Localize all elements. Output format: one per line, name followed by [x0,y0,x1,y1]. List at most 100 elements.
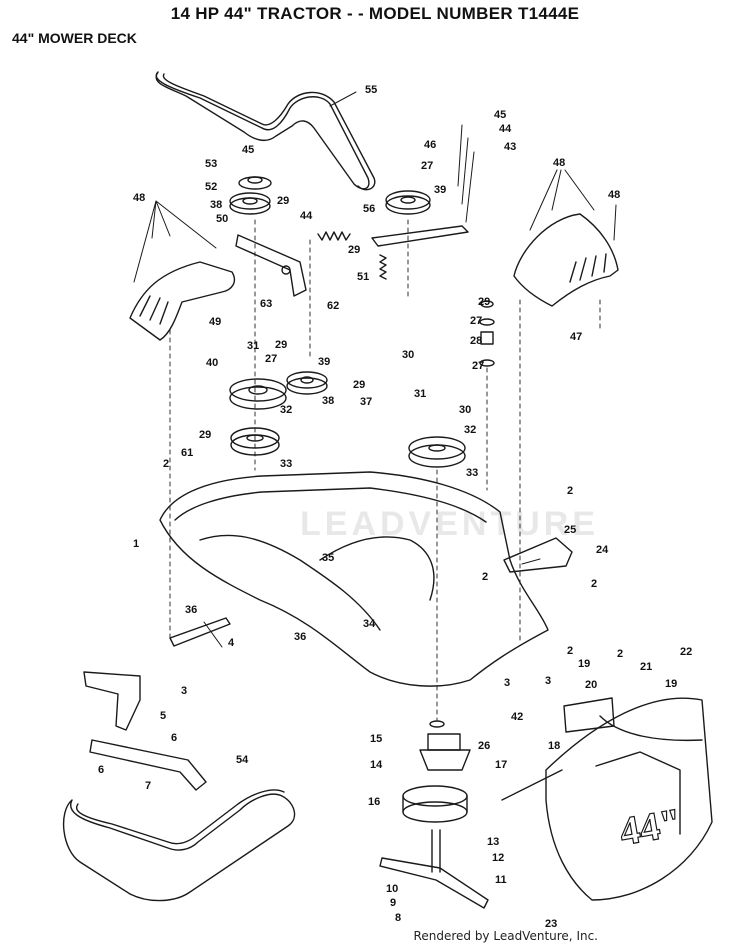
callout-31-2: 31 [414,388,426,400]
discharge-shield [545,697,713,901]
callout-51: 51 [357,271,369,283]
callout-27: 27 [421,160,433,172]
callout-19: 19 [578,658,590,670]
callout-32-2: 32 [464,424,476,436]
callout-38: 38 [210,199,222,211]
callout-10: 10 [386,883,398,895]
callout-48-2: 48 [553,157,565,169]
callout-45-2: 45 [494,109,506,121]
callout-17: 17 [495,759,507,771]
callout-15: 15 [370,733,382,745]
callout-25: 25 [564,524,576,536]
callout-2: 2 [163,458,169,470]
callout-3: 3 [181,685,187,697]
callout-48-3: 48 [608,189,620,201]
callout-55: 55 [365,84,377,96]
callout-39: 39 [434,184,446,196]
callout-8: 8 [395,912,401,924]
blade-spindle [419,749,471,771]
callout-2-5: 2 [567,645,573,657]
callout-18: 18 [548,740,560,752]
callout-29-2: 29 [348,244,360,256]
callout-49: 49 [209,316,221,328]
callout-6-2: 6 [98,764,104,776]
render-credit: Rendered by LeadVenture, Inc. [413,929,598,943]
callout-27-2: 27 [470,315,482,327]
callout-12: 12 [492,852,504,864]
callout-19-2: 19 [665,678,677,690]
idler-bracket [235,234,307,297]
callout-2-6: 2 [617,648,623,660]
callout-36-2: 36 [294,631,306,643]
callout-32: 32 [280,404,292,416]
callout-43: 43 [504,141,516,153]
callout-31: 31 [247,340,259,352]
watermark: LEADVENTURE [300,505,600,543]
callout-35: 35 [322,552,334,564]
spring [317,231,351,241]
callout-16: 16 [368,796,380,808]
callout-3-3: 3 [545,675,551,687]
callout-29-4: 29 [275,339,287,351]
callout-39-2: 39 [318,356,330,368]
callout-21: 21 [640,661,652,673]
callout-44-2: 44 [499,123,512,135]
right-belt-cover [513,213,619,307]
callout-34: 34 [363,618,376,630]
callout-30: 30 [402,349,414,361]
callout-22: 22 [680,646,692,658]
callout-27-3: 27 [265,353,277,365]
mower-blade [379,857,489,909]
callout-36: 36 [185,604,197,616]
callout-33: 33 [280,458,292,470]
callout-52: 52 [205,181,217,193]
callout-29-5: 29 [353,379,365,391]
callout-61: 61 [181,447,193,459]
callout-54: 54 [236,754,249,766]
page-subtitle: 44" MOWER DECK [12,30,137,46]
callout-2-4: 2 [591,578,597,590]
callout-38-2: 38 [322,395,334,407]
callout-42: 42 [511,711,523,723]
callout-46: 46 [424,139,436,151]
callout-40: 40 [206,357,218,369]
callout-5: 5 [160,710,166,722]
callout-50: 50 [216,213,228,225]
callout-48: 48 [133,192,145,204]
shield-44-text: 44" [616,799,685,854]
callout-47: 47 [570,331,582,343]
callout-2-3: 2 [482,571,488,583]
callout-14: 14 [370,759,383,771]
callout-63: 63 [260,298,272,310]
callout-53: 53 [205,158,217,170]
callout-1: 1 [133,538,139,550]
callout-23: 23 [545,918,557,930]
callout-11: 11 [495,874,507,886]
callout-29-6: 29 [199,429,211,441]
callout-29-3: 29 [478,296,490,308]
callout-3-2: 3 [504,677,510,689]
callout-4: 4 [228,637,235,649]
callout-27-4: 27 [472,360,484,372]
callout-26: 26 [478,740,490,752]
callout-33-2: 33 [466,467,478,479]
callout-7: 7 [145,780,151,792]
lower-belt [62,793,296,902]
page-title: 14 HP 44" TRACTOR - - MODEL NUMBER T1444… [170,4,580,23]
callout-29: 29 [277,195,289,207]
callout-6: 6 [171,732,177,744]
callout-44: 44 [300,210,313,222]
callout-62: 62 [327,300,339,312]
callout-9: 9 [390,897,396,909]
callout-56: 56 [363,203,375,215]
callout-13: 13 [487,836,499,848]
callout-28: 28 [470,335,482,347]
mower-deck [159,471,549,687]
callout-24: 24 [596,544,609,556]
upper-belt [155,71,370,190]
callout-30-2: 30 [459,404,471,416]
callout-45: 45 [242,144,254,156]
callout-2-2: 2 [567,485,573,497]
callout-20: 20 [585,679,597,691]
